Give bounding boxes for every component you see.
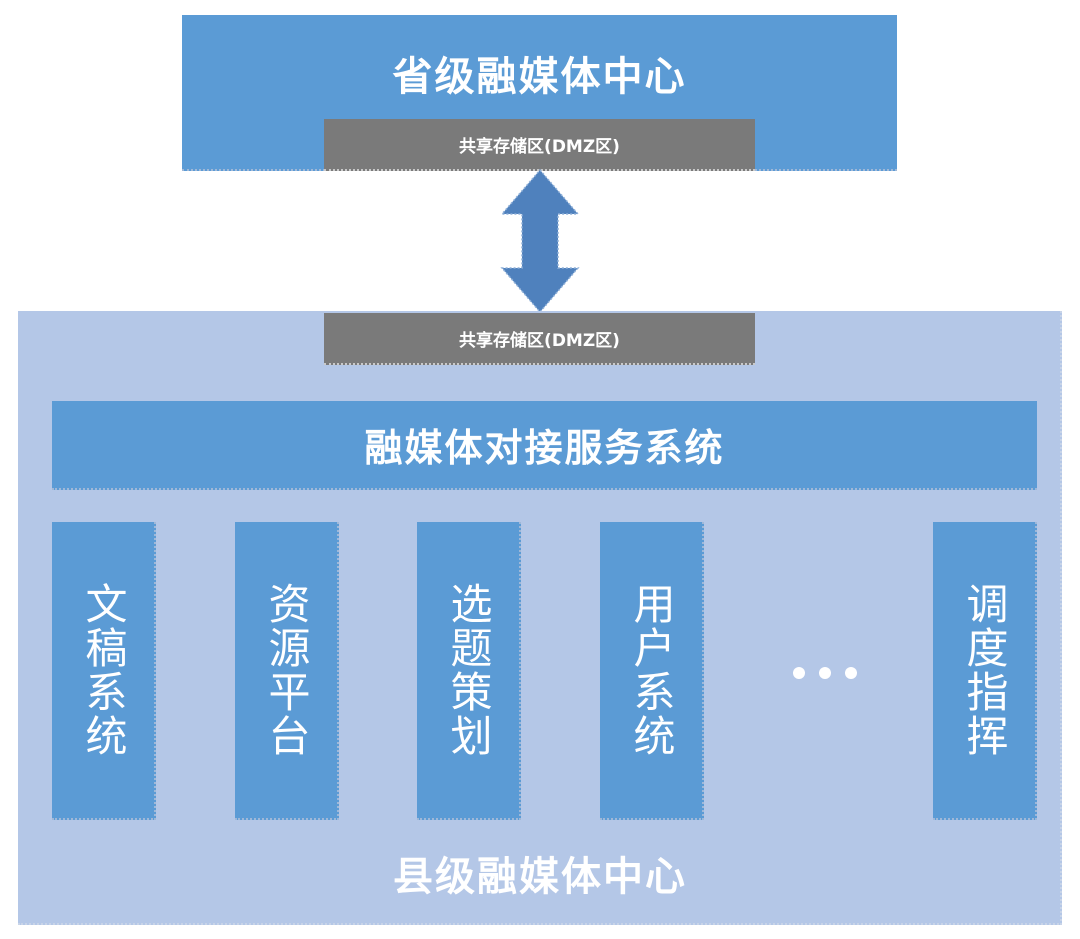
ellipsis-icon xyxy=(785,655,865,691)
system-column-label: 用户系统 xyxy=(627,582,676,758)
province-dmz-storage: 共享存储区(DMZ区) xyxy=(324,119,755,171)
system-column-user: 用户系统 xyxy=(600,522,704,820)
docking-service-system: 融媒体对接服务系统 xyxy=(52,401,1037,490)
county-center-title: 县级融媒体中心 xyxy=(393,854,687,900)
county-dmz-storage: 共享存储区(DMZ区) xyxy=(324,313,755,365)
system-column-topic-planning: 选题策划 xyxy=(417,522,521,820)
system-column-label: 资源平台 xyxy=(262,582,311,758)
ellipsis-dot xyxy=(819,667,831,679)
ellipsis-dot xyxy=(793,667,805,679)
system-column-label: 选题策划 xyxy=(444,582,493,758)
ellipsis-dot xyxy=(845,667,857,679)
system-column-label: 调度指挥 xyxy=(960,582,1009,758)
province-center-title: 省级融媒体中心 xyxy=(392,54,687,100)
system-column-resource: 资源平台 xyxy=(235,522,339,820)
system-column-label: 文稿系统 xyxy=(79,582,128,758)
double-arrow-icon xyxy=(500,168,580,314)
system-column-dispatch: 调度指挥 xyxy=(933,522,1037,820)
system-column-manuscript: 文稿系统 xyxy=(52,522,156,820)
